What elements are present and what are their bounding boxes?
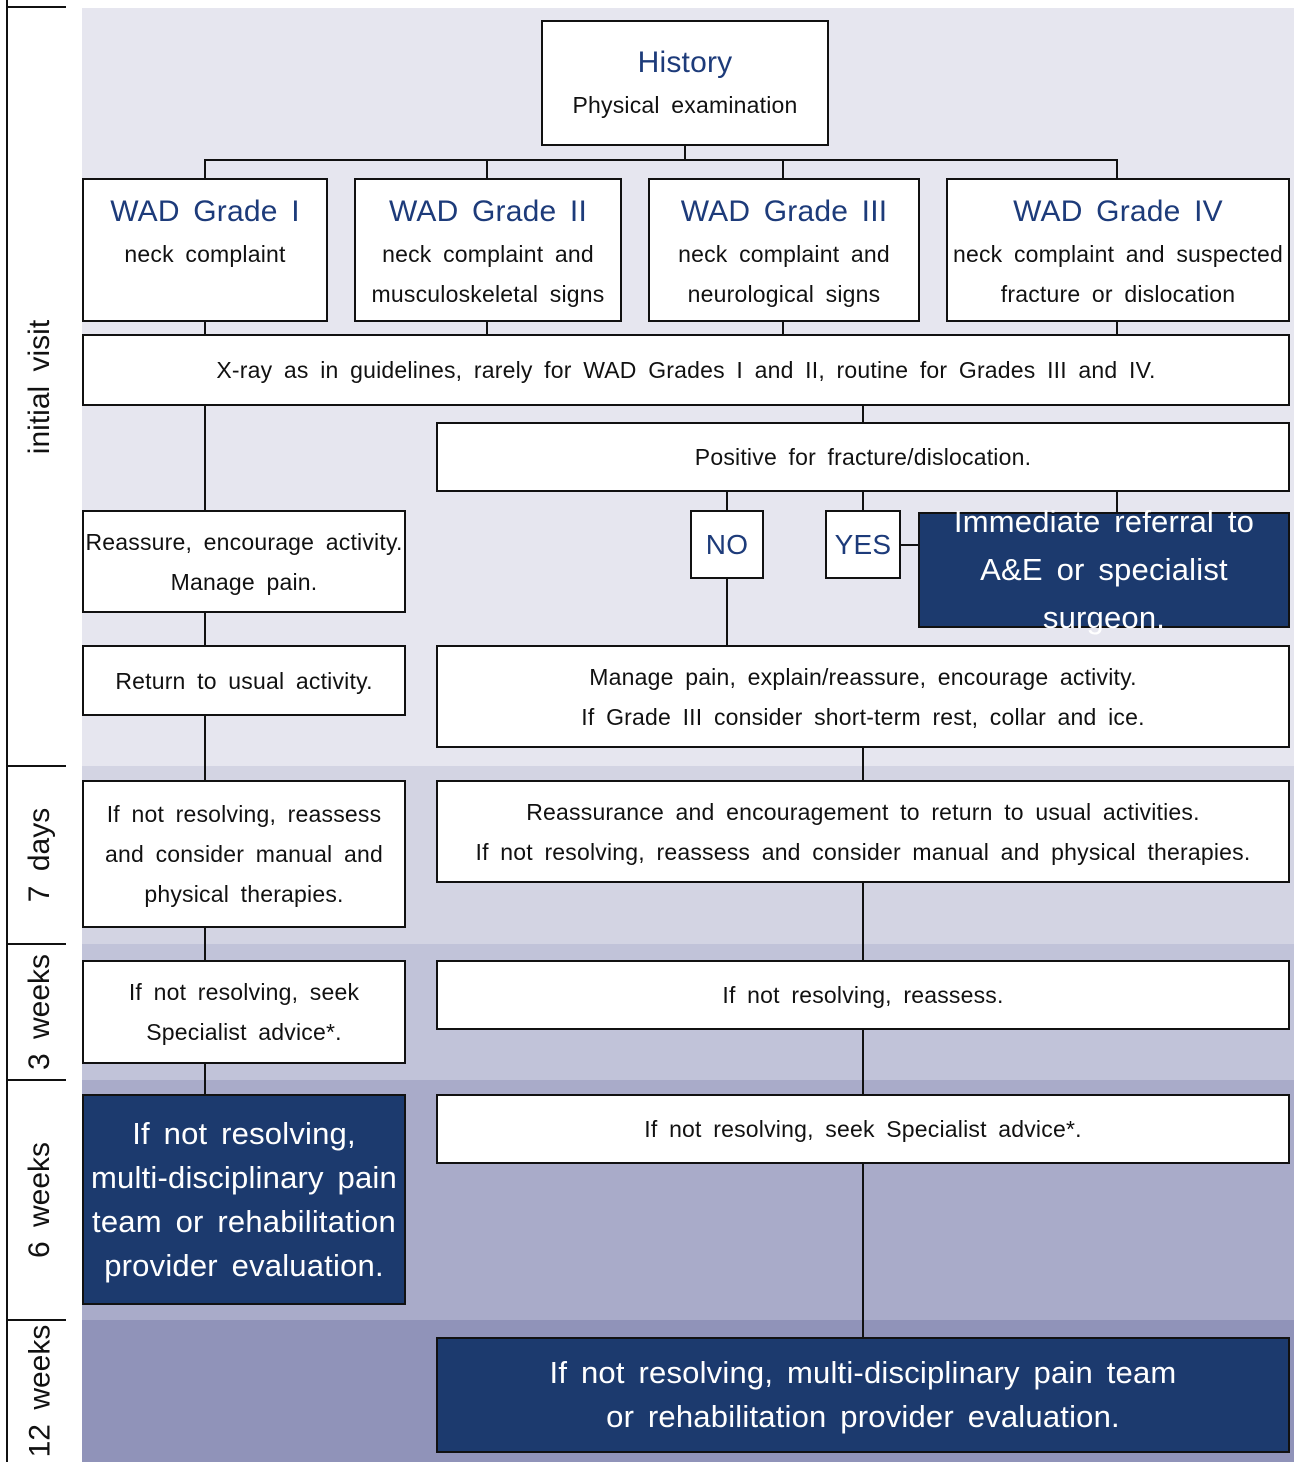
right-3weeks-box: If not resolving, reassess. [436, 960, 1290, 1030]
connector [862, 404, 864, 424]
connector [862, 490, 864, 512]
right-7days-line: Reassurance and encouragement to return … [526, 798, 1200, 825]
xray-text: X-ray as in guidelines, rarely for WAD G… [216, 357, 1156, 383]
manage-line: Manage pain, explain/reassure, encourage… [589, 663, 1137, 690]
connector [726, 490, 728, 512]
connector [204, 926, 206, 962]
left-6weeks-line: provider evaluation. [104, 1247, 384, 1283]
connector [782, 320, 784, 336]
left-7days-line: If not resolving, reassess [106, 801, 382, 827]
connector [486, 320, 488, 336]
grade-3-box: WAD Grade III neck complaint and neurolo… [648, 178, 920, 322]
connector [1116, 159, 1118, 180]
xray-box: X-ray as in guidelines, rarely for WAD G… [82, 334, 1290, 406]
referral-line: A&E or specialist surgeon. [980, 552, 1228, 635]
left-3weeks-line: Specialist advice*. [146, 1019, 342, 1045]
left-3weeks-box: If not resolving, seek Specialist advice… [82, 960, 406, 1064]
connector [204, 714, 206, 782]
label-12-weeks: 12 weeks [23, 1324, 56, 1458]
right-6weeks-text: If not resolving, seek Specialist advice… [644, 1116, 1082, 1142]
grade-title: WAD Grade IV [1013, 195, 1223, 228]
left-7days-box: If not resolving, reassess and consider … [82, 780, 406, 928]
label-6-weeks: 6 weeks [23, 1141, 56, 1259]
manage-pain-box: Manage pain, explain/reassure, encourage… [436, 645, 1290, 748]
yes-label: YES [834, 528, 892, 560]
connector [204, 611, 206, 647]
right-7days-line: If not resolving, reassess and consider … [475, 838, 1251, 865]
timeline-tick [6, 943, 66, 945]
grade-description: neck complaint and [382, 241, 594, 267]
left-6weeks-line: multi-disciplinary pain [91, 1159, 397, 1195]
connector [204, 1062, 206, 1096]
right-12weeks-line: If not resolving, multi-disciplinary pai… [549, 1355, 1177, 1390]
left-6weeks-line: If not resolving, [132, 1115, 356, 1151]
manage-line: If Grade III consider short-term rest, c… [581, 703, 1145, 730]
label-3-weeks: 3 weeks [23, 953, 56, 1071]
positive-text: Positive for fracture/dislocation. [694, 444, 1032, 470]
grade-description: neck complaint and [678, 241, 890, 267]
right-12weeks-box: If not resolving, multi-disciplinary pai… [436, 1337, 1290, 1453]
connector [204, 320, 206, 336]
return-box: Return to usual activity. [82, 645, 406, 716]
reassure-line: Reassure, encourage activity. [85, 528, 403, 555]
positive-box: Positive for fracture/dislocation. [436, 422, 1290, 492]
timeline-tick [6, 765, 66, 767]
history-subtitle: Physical examination [572, 92, 798, 118]
grade-title: WAD Grade I [110, 195, 300, 228]
connector [898, 544, 920, 546]
timeline-axis [6, 0, 8, 1462]
no-label: NO [705, 528, 749, 560]
timeline-tick [6, 6, 66, 8]
grade-2-box: WAD Grade II neck complaint and musculos… [354, 178, 622, 322]
yes-box: YES [825, 510, 901, 579]
connector [862, 881, 864, 962]
grade-1-box: WAD Grade I neck complaint [82, 178, 328, 322]
grade-description: musculoskeletal signs [371, 281, 605, 307]
connector [1116, 320, 1118, 336]
label-7-days: 7 days [23, 807, 57, 903]
left-7days-line: physical therapies. [144, 881, 344, 907]
connector [862, 1028, 864, 1096]
grade-title: WAD Grade II [389, 195, 587, 228]
connector [862, 1162, 864, 1339]
return-text: Return to usual activity. [115, 667, 373, 694]
grade-description: fracture or dislocation [1000, 281, 1236, 307]
connector [204, 159, 1118, 161]
connector [204, 159, 206, 180]
reassure-line: Manage pain. [170, 568, 318, 595]
grade-description: neck complaint [124, 241, 286, 267]
grade-description: neurological signs [687, 281, 881, 307]
connector [684, 144, 686, 160]
right-6weeks-box: If not resolving, seek Specialist advice… [436, 1094, 1290, 1164]
history-box: History Physical examination [541, 20, 829, 146]
connector [1116, 490, 1118, 514]
left-3weeks-line: If not resolving, seek [128, 979, 360, 1005]
grade-4-box: WAD Grade IV neck complaint and suspecte… [946, 178, 1290, 322]
connector [486, 159, 488, 180]
right-12weeks-line: or rehabilitation provider evaluation. [606, 1399, 1120, 1434]
left-6weeks-line: team or rehabilitation [92, 1203, 396, 1239]
left-6weeks-box: If not resolving, multi-disciplinary pai… [82, 1094, 406, 1305]
timeline-tick [6, 1079, 66, 1081]
connector [204, 404, 206, 512]
referral-box: Immediate referral to A&E or specialist … [918, 504, 1290, 635]
label-initial-visit: initial visit [23, 319, 56, 455]
grade-title: WAD Grade III [680, 195, 888, 228]
connector [726, 577, 728, 647]
history-title: History [637, 46, 733, 79]
connector [862, 746, 864, 782]
referral-line: Immediate referral to [953, 504, 1255, 539]
timeline-tick [6, 1319, 66, 1321]
right-7days-box: Reassurance and encouragement to return … [436, 780, 1290, 883]
no-box: NO [690, 510, 764, 579]
left-7days-line: and consider manual and [105, 841, 383, 867]
connector [782, 159, 784, 180]
grade-description: neck complaint and suspected [952, 241, 1283, 267]
right-3weeks-text: If not resolving, reassess. [722, 982, 1004, 1008]
reassure-box: Reassure, encourage activity. Manage pai… [82, 510, 406, 613]
